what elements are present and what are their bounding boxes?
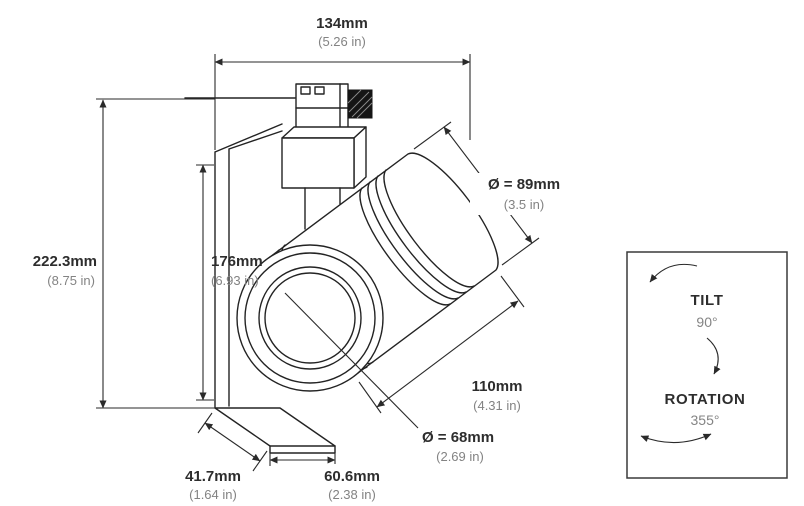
lens-inner bbox=[264, 272, 356, 364]
dim-overall-height-imperial: (8.75 in) bbox=[47, 273, 95, 288]
yoke-plate bbox=[214, 123, 283, 409]
mounting-stem bbox=[304, 187, 341, 230]
dim-head-diameter-imperial: (3.5 in) bbox=[504, 197, 544, 212]
dim-width-extension-lines bbox=[214, 54, 471, 150]
dim-head-diameter-extension-lines bbox=[413, 121, 540, 266]
dim-lens-diameter-metric: Ø = 68mm bbox=[422, 429, 494, 446]
dim-overall-height-extension-lines bbox=[96, 98, 215, 409]
tilt-label: TILT bbox=[691, 292, 724, 309]
connector-box-front bbox=[281, 137, 355, 189]
dim-body-height-imperial: (6.93 in) bbox=[211, 273, 259, 288]
dim-head-length-extension-lines bbox=[358, 275, 525, 414]
adapter-grip-block bbox=[347, 89, 373, 119]
rotation-arc-icon bbox=[640, 433, 712, 444]
dim-width-imperial: (5.26 in) bbox=[318, 34, 366, 49]
dim-base-depth: 41.7mm (1.64 in) bbox=[185, 412, 268, 502]
dim-overall-height: 222.3mm (8.75 in) bbox=[33, 98, 215, 409]
fin-ring-3 bbox=[375, 175, 467, 294]
luminaire-head bbox=[236, 152, 499, 392]
base-plate-face bbox=[214, 407, 336, 447]
dim-base-width-extension-lines bbox=[269, 449, 336, 466]
dim-overall-height-metric: 222.3mm bbox=[33, 253, 97, 270]
connector-box-top bbox=[281, 126, 367, 139]
dim-head-diameter-label-bg bbox=[470, 173, 582, 215]
dim-base-width-imperial: (2.38 in) bbox=[328, 487, 376, 502]
spec-panel: TILT 90° ROTATION 355° bbox=[626, 251, 788, 479]
dim-head-length-metric: 110mm bbox=[472, 378, 523, 395]
dim-head-length-line bbox=[376, 300, 519, 408]
rotation-label: ROTATION bbox=[665, 391, 746, 408]
base-plate bbox=[214, 407, 336, 454]
tilt-arc-icon bbox=[649, 263, 698, 283]
connector-box bbox=[281, 126, 367, 189]
dim-head-length-imperial: (4.31 in) bbox=[473, 398, 521, 413]
adapter-grip-hatch bbox=[347, 89, 373, 119]
dim-head-length: 110mm (4.31 in) bbox=[358, 275, 525, 414]
dim-body-height: 176mm (6.93 in) bbox=[196, 164, 263, 401]
base-plate-thickness bbox=[269, 445, 336, 454]
tilt-down-arrow-icon bbox=[706, 337, 721, 375]
fin-ring-2 bbox=[367, 181, 459, 300]
fin-ring-4 bbox=[383, 169, 475, 288]
dim-head-diameter: Ø = 89mm (3.5 in) bbox=[413, 121, 582, 266]
spec-panel-border bbox=[626, 251, 788, 479]
lens-outer bbox=[258, 266, 362, 370]
dim-base-width-metric: 60.6mm bbox=[324, 468, 380, 485]
fixture bbox=[184, 83, 499, 454]
front-bezel-inner bbox=[244, 252, 376, 384]
dim-body-height-metric: 176mm bbox=[211, 253, 263, 270]
adapter-contact-1 bbox=[300, 86, 311, 95]
tilt-value: 90° bbox=[696, 314, 717, 330]
adapter-contact-2 bbox=[314, 86, 325, 95]
dim-base-depth-line bbox=[204, 422, 261, 462]
yoke-plate-lines bbox=[214, 123, 283, 409]
dim-lens-diameter-leader bbox=[284, 292, 419, 429]
dim-base-width: 60.6mm (2.38 in) bbox=[269, 449, 380, 502]
dim-lens-diameter-imperial: (2.69 in) bbox=[436, 449, 484, 464]
dim-base-depth-metric: 41.7mm bbox=[185, 468, 241, 485]
dim-lens-diameter: Ø = 68mm (2.69 in) bbox=[284, 292, 494, 464]
rotation-value: 355° bbox=[691, 412, 720, 428]
dim-width: 134mm (5.26 in) bbox=[214, 15, 471, 150]
track-adapter bbox=[295, 83, 373, 133]
connector-box-side bbox=[353, 126, 367, 189]
adapter-detail-lines bbox=[295, 83, 349, 133]
dim-base-depth-imperial: (1.64 in) bbox=[189, 487, 237, 502]
dim-width-metric: 134mm bbox=[316, 15, 368, 32]
dim-head-diameter-metric: Ø = 89mm bbox=[488, 176, 560, 193]
